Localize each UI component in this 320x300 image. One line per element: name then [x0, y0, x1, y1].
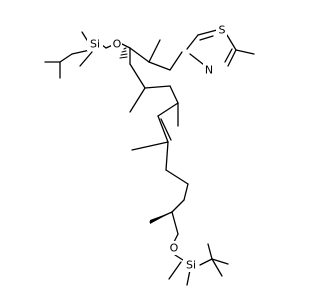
si-top-label: Si [90, 38, 100, 51]
hashed-wedge-line [120, 53, 128, 56]
bond [197, 29, 218, 36]
bond [226, 34, 237, 51]
bond [186, 269, 191, 286]
thiazole-ring [186, 29, 255, 69]
label-background [111, 37, 122, 51]
bond [207, 243, 213, 260]
label-background [216, 23, 227, 37]
bond [183, 183, 189, 201]
bond [211, 258, 223, 277]
solid-wedge [150, 212, 172, 224]
bond [157, 115, 169, 143]
bond [199, 258, 213, 266]
bond [144, 85, 171, 89]
bond [129, 47, 150, 63]
si-bottom-label: Si [186, 259, 196, 272]
main-chain-upper [121, 39, 183, 127]
bond [227, 49, 237, 67]
stereo-bonds [119, 47, 172, 224]
bond [173, 233, 179, 243]
bond [131, 141, 169, 151]
o-top-label: O [113, 38, 122, 51]
bond [168, 261, 182, 280]
bond [171, 199, 185, 213]
hashed-wedge-line [119, 56, 128, 59]
hashed-wedge-line [123, 47, 127, 50]
label-background [87, 37, 103, 51]
hashed-wedge-line [121, 50, 127, 53]
n-ring-label: N [205, 64, 213, 77]
bond [169, 51, 183, 71]
tbs-group-bottom [168, 243, 229, 286]
bond [186, 34, 199, 50]
s-ring-label: S [219, 24, 226, 37]
chemical-structure-diagram: Si O S N O Si [44, 23, 255, 286]
bond [148, 61, 171, 71]
tbs-group-top [44, 31, 116, 79]
bond [174, 254, 184, 261]
bond [165, 141, 169, 171]
bond [224, 48, 233, 63]
bond [129, 63, 146, 89]
bond [59, 53, 73, 63]
bond [148, 39, 161, 63]
bond [235, 49, 255, 55]
main-chain-lower [131, 102, 189, 243]
bond [129, 87, 146, 113]
bond [79, 51, 93, 67]
label-background [183, 258, 199, 272]
bond [171, 211, 179, 235]
label-background [203, 63, 214, 77]
bond [157, 102, 179, 117]
o-bottom-label: O [170, 242, 179, 255]
bond [121, 43, 131, 49]
label-background [168, 241, 179, 255]
bond [165, 169, 189, 185]
bond [169, 85, 179, 104]
bond [199, 35, 214, 41]
bond [211, 258, 229, 265]
atom-labels: Si O S N O Si [87, 23, 227, 272]
bond [160, 118, 172, 141]
